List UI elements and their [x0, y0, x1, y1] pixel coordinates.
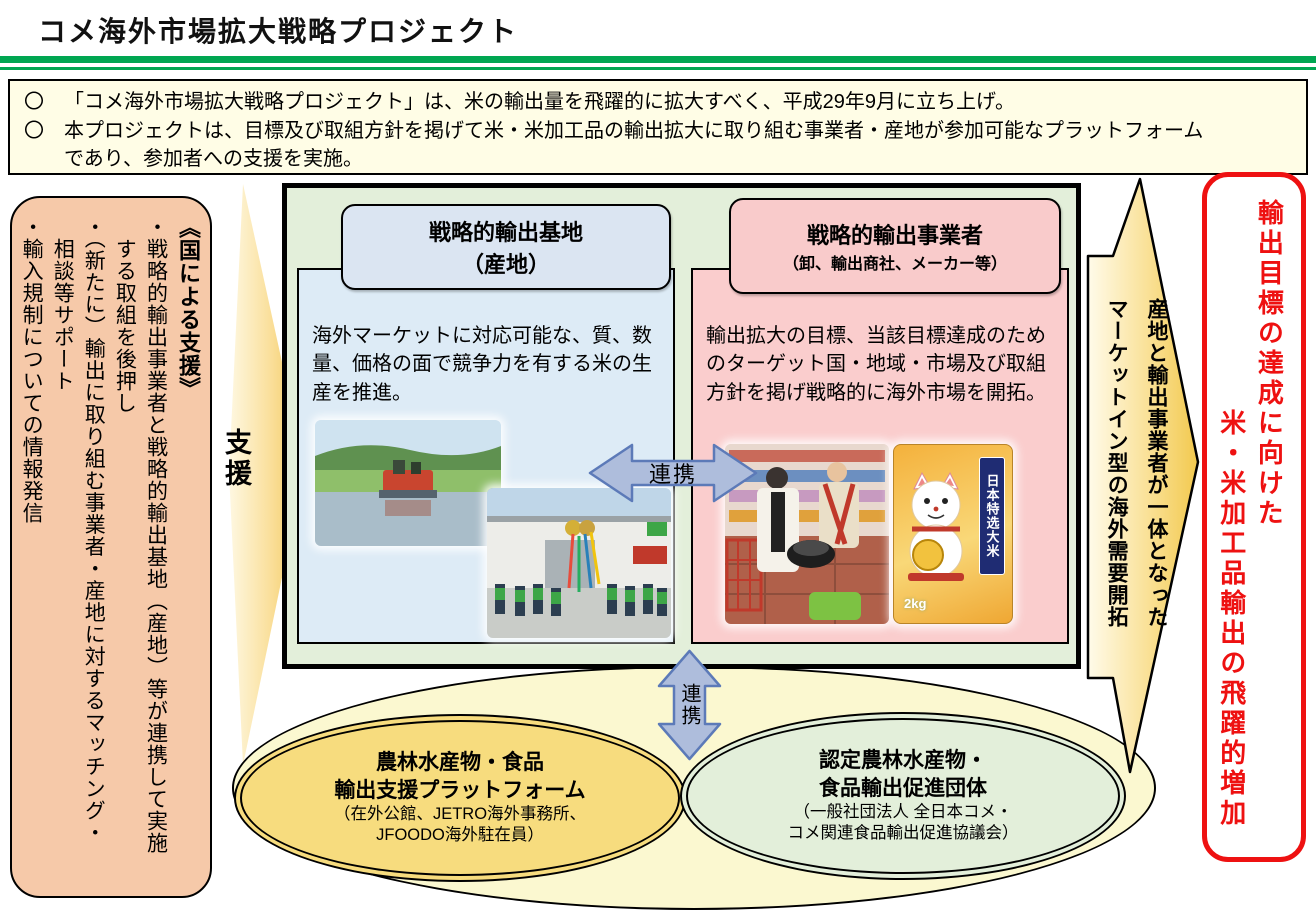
export-platform-content: 農林水産物・食品 輸出支援プラットフォーム （在外公館、JETRO海外事務所、 …	[240, 720, 680, 876]
market-text-line-1: 産地と輸出事業者が一体となった	[1145, 298, 1168, 628]
export-base-body: 海外マーケットに対応可能な、質、数量、価格の面で競争力を有する米の生産を推進。	[312, 325, 652, 404]
link-vertical-label: 連携	[678, 683, 700, 727]
national-support-text: 《国による支援》 ・戦略的輸出事業者と戦略的輸出基地（産地）等が連携して実施する…	[18, 216, 204, 861]
exporter-title: 戦略的輸出事業者	[806, 223, 983, 248]
org-sub-2: コメ関連食品輸出促進協議会）	[787, 824, 1019, 843]
support-arrow-icon	[229, 184, 305, 765]
intro-bullet-2-continued: であり、参加者への支援を実施。	[24, 145, 1294, 174]
bullet-marker: 〇	[24, 91, 44, 113]
intro-summary-box: 〇「コメ海外市場拡大戦略プロジェクト」は、米の輸出量を飛躍的に拡大すべく、平成2…	[8, 79, 1308, 175]
promotion-org-content: 認定農林水産物・ 食品輸出促進団体 （一般社団法人 全日本コメ・ コメ関連食品輸…	[686, 718, 1120, 874]
goal-line-2: 米・米加工品輸出の飛躍的増加	[1216, 409, 1247, 829]
support-heading: 《国による支援》	[176, 216, 201, 400]
platform-sub-1: （在外公館、JETRO海外事務所、	[333, 804, 587, 823]
intro-bullet-2: 〇本プロジェクトは、目標及び取組方針を掲げて米・米加工品の輸出拡大に取り組む事業…	[24, 117, 1294, 146]
intro-bullet-2-text: 本プロジェクトは、目標及び取組方針を掲げて米・米加工品の輸出拡大に取り組む事業者…	[64, 119, 1204, 142]
market-text-line-2: マーケットイン型の海外需要開拓	[1105, 298, 1129, 628]
platform-title-2: 輸出支援プラットフォーム	[334, 778, 586, 802]
rice-package-weight: 2kg	[904, 596, 927, 611]
org-sub-1: （一般社団法人 全日本コメ・	[793, 802, 1013, 821]
exporter-subtitle: （卸、輸出商社、メーカー等）	[782, 256, 1007, 273]
export-base-subtitle: （産地）	[461, 252, 550, 277]
org-title-2: 食品輸出促進団体	[819, 776, 987, 800]
promotion-org-ellipse: 認定農林水産物・ 食品輸出促進団体 （一般社団法人 全日本コメ・ コメ関連食品輸…	[680, 712, 1126, 880]
platform-title-1: 農林水産物・食品	[376, 751, 544, 775]
goal-line-1: 輸出目標の達成に向けた	[1254, 199, 1285, 529]
link-arrow-vertical-icon	[657, 649, 722, 761]
national-support-box: 《国による支援》 ・戦略的輸出事業者と戦略的輸出基地（産地）等が連携して実施する…	[10, 196, 212, 898]
export-base-title: 戦略的輸出基地	[428, 220, 583, 245]
link-arrow-horizontal-icon	[588, 443, 758, 503]
export-goal-box: 輸出目標の達成に向けた 米・米加工品輸出の飛躍的増加	[1202, 172, 1306, 862]
org-title-1: 認定農林水産物・	[819, 749, 987, 773]
platform-sub-2: JFOODO海外駐在員）	[376, 826, 544, 845]
photo-rice-planting	[315, 420, 501, 546]
export-platform-ellipse: 農林水産物・食品 輸出支援プラットフォーム （在外公館、JETRO海外事務所、 …	[234, 714, 686, 882]
lucky-cat-illustration	[908, 471, 964, 581]
photo-rice-package: 日本特选大米 2kg	[893, 444, 1013, 624]
support-arrow-label: 支援	[221, 428, 251, 490]
intro-bullet-2-cont-text: であり、参加者への支援を実施。	[64, 148, 363, 171]
market-development-arrow-icon	[1086, 177, 1200, 774]
support-item-1: ・戦略的輸出事業者と戦略的輸出基地（産地）等が連携して実施する取組を後押し	[113, 216, 168, 854]
exporter-header: 戦略的輸出事業者 （卸、輸出商社、メーカー等）	[729, 198, 1061, 294]
exporter-body: 輸出拡大の目標、当該目標達成のためのターゲット国・地域・市場及び取組方針を掲げ戦…	[706, 325, 1046, 404]
bullet-marker: 〇	[24, 119, 44, 142]
green-divider-thick	[0, 56, 1316, 63]
intro-bullet-1-text: 「コメ海外市場拡大戦略プロジェクト」は、米の輸出量を飛躍的に拡大すべく、平成29…	[64, 91, 1015, 113]
export-base-header: 戦略的輸出基地 （産地）	[341, 204, 671, 290]
strategy-center-box: 海外マーケットに対応可能な、質、数量、価格の面で競争力を有する米の生産を推進。 …	[282, 183, 1081, 669]
support-item-3: ・輸入規制についての情報発信	[20, 216, 44, 524]
photo-export-ceremony	[487, 488, 671, 638]
green-divider-thin	[0, 67, 1316, 70]
export-goal-text: 輸出目標の達成に向けた 米・米加工品輸出の飛躍的増加	[1212, 199, 1287, 857]
rice-package-label: 日本特选大米	[979, 457, 1005, 575]
link-horizontal-label: 連携	[648, 462, 697, 487]
page-title: コメ海外市場拡大戦略プロジェクト	[38, 16, 519, 47]
market-development-text: 産地と輸出事業者が一体となった マーケットイン型の海外需要開拓	[1090, 298, 1176, 768]
photo-instore-tasting	[725, 444, 889, 624]
support-item-2: ・（新たに）輸出に取り組む事業者・産地に対するマッチング・相談等サポート	[51, 216, 106, 844]
intro-bullet-1: 〇「コメ海外市場拡大戦略プロジェクト」は、米の輸出量を飛躍的に拡大すべく、平成2…	[24, 88, 1294, 117]
